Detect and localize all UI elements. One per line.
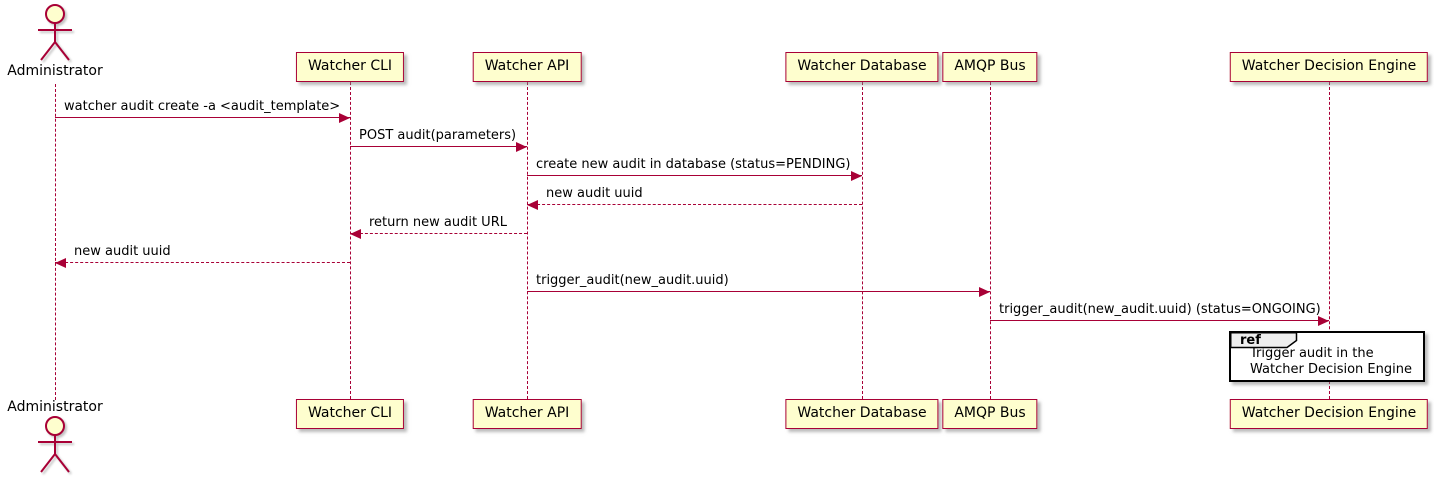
ref-text-line: Trigger audit in the [1250,346,1374,361]
participant-top-watcher-api: Watcher API [472,52,582,82]
actor-administrator-top-label: Administrator [7,63,103,79]
message-1-line [55,117,350,118]
lifeline-watcher-api [526,82,528,399]
message-4-line [527,204,862,205]
arrowhead-icon [979,286,990,297]
ref-header-pentagon [1230,332,1300,353]
lifeline-watcher-decision-engine [1328,82,1330,399]
actor-icon [24,3,86,69]
message-8-line [990,320,1329,321]
actor-icon [24,415,86,481]
message-2-line [350,146,527,147]
lifeline-administrator [54,84,56,400]
arrowhead-icon [516,141,527,152]
participant-top-amqp-bus: AMQP Bus [942,52,1038,82]
participant-bottom-watcher-api: Watcher API [472,399,582,429]
participant-top-watcher-database: Watcher Database [785,52,939,82]
lifeline-amqp-bus [989,82,991,399]
participant-top-watcher-cli: Watcher CLI [295,52,405,82]
message-7-line [527,291,990,292]
message-4-label: new audit uuid [546,186,643,201]
message-6-label: new audit uuid [74,244,171,259]
participant-bottom-watcher-cli: Watcher CLI [295,399,405,429]
message-5-label: return new audit URL [369,215,507,230]
arrowhead-icon [851,170,862,181]
arrowhead-icon [527,199,538,210]
lifeline-watcher-cli [349,82,351,399]
arrowhead-icon [350,228,361,239]
ref-keyword: ref [1240,333,1261,348]
message-1-label: watcher audit create -a <audit_template> [64,99,341,114]
message-2-label: POST audit(parameters) [359,128,517,143]
participant-top-watcher-decision-engine: Watcher Decision Engine [1229,52,1429,82]
arrowhead-icon [1318,315,1329,326]
participant-bottom-watcher-decision-engine: Watcher Decision Engine [1229,399,1429,429]
participant-bottom-watcher-database: Watcher Database [785,399,939,429]
message-5-line [350,233,527,234]
lifeline-watcher-database [861,82,863,399]
message-3-label: create new audit in database (status=PEN… [536,157,851,172]
ref-text-line: Watcher Decision Engine [1250,361,1412,377]
arrowhead-icon [55,257,66,268]
actor-administrator-bottom-label: Administrator [7,399,103,415]
arrowhead-icon [339,112,350,123]
message-8-label: trigger_audit(new_audit.uuid) (status=ON… [999,302,1321,317]
message-6-line [55,262,350,263]
message-3-line [527,175,862,176]
participant-bottom-amqp-bus: AMQP Bus [942,399,1038,429]
message-7-label: trigger_audit(new_audit.uuid) [536,273,729,288]
